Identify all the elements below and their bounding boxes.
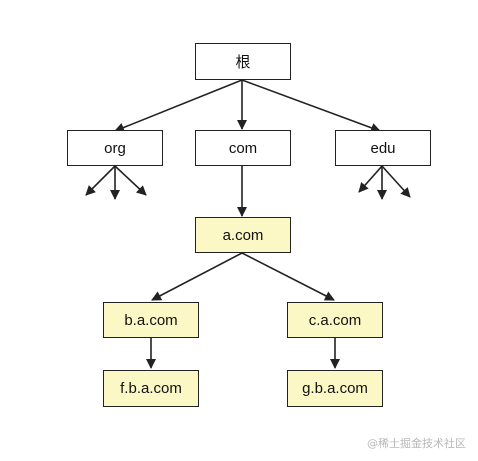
- node-root: 根: [195, 43, 291, 80]
- edge-root-org: [114, 79, 243, 133]
- edge-acom-bacom: [151, 252, 243, 301]
- edge-acom-cacom: [241, 252, 335, 301]
- node-a-com: a.com: [195, 217, 291, 253]
- node-c-a-com: c.a.com: [287, 302, 383, 338]
- edge-edu-stub-left: [358, 165, 383, 193]
- node-com: com: [195, 130, 291, 166]
- edge-root-edu: [241, 79, 381, 133]
- edge-org-stub-right: [114, 165, 147, 196]
- node-b-a-com: b.a.com: [103, 302, 199, 338]
- node-g-b-a-com: g.b.a.com: [287, 370, 383, 407]
- node-f-b-a-com: f.b.a.com: [103, 370, 199, 407]
- node-org: org: [67, 130, 163, 166]
- watermark-text: @稀土掘金技术社区: [367, 437, 466, 450]
- edge-org-stub-left: [85, 165, 116, 196]
- edge-edu-stub-right: [381, 165, 411, 198]
- node-edu: edu: [335, 130, 431, 166]
